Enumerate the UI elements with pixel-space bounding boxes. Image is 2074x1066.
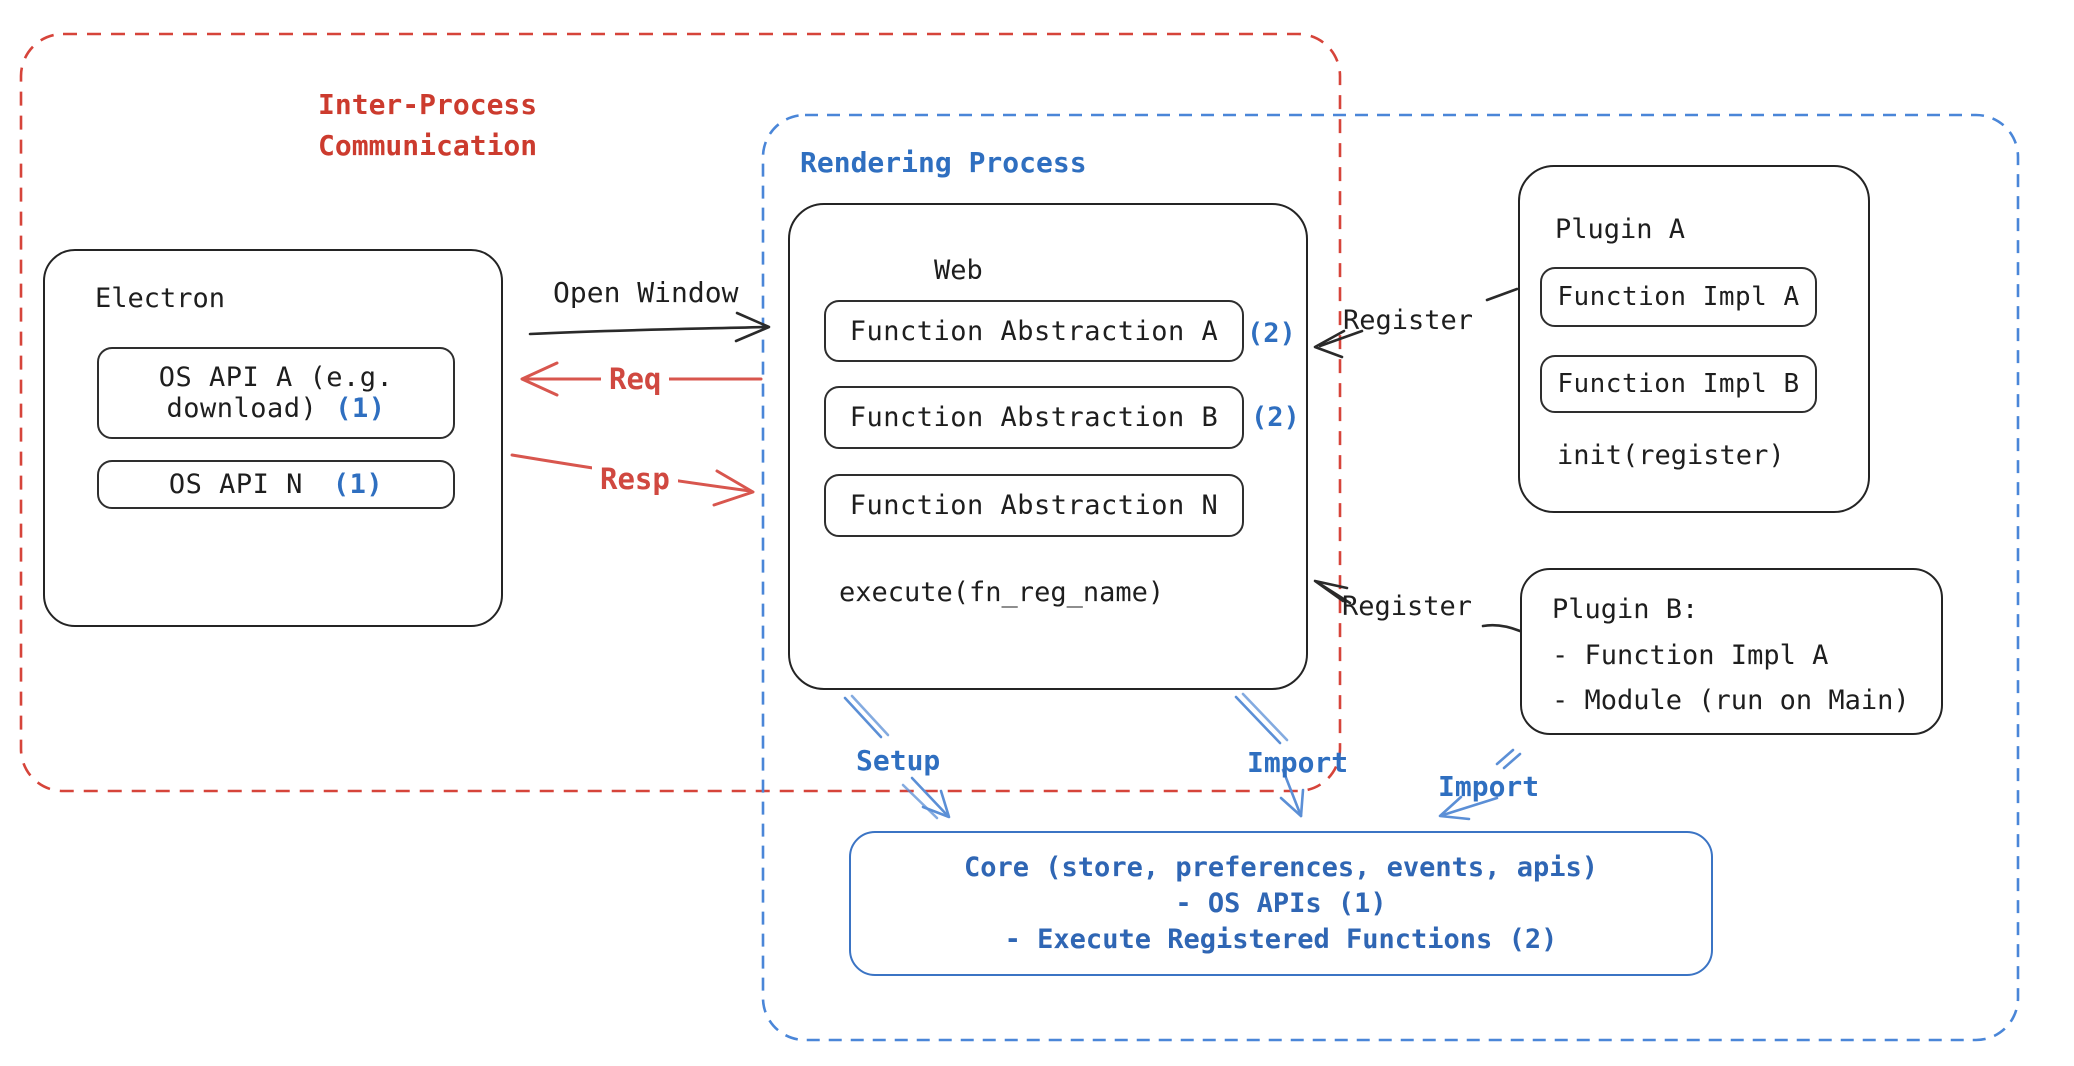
plugin-a-init-label: init(register) xyxy=(1557,440,1785,471)
req-label: Req xyxy=(601,362,670,396)
function-abstraction-a-node: Function Abstraction A xyxy=(824,300,1244,362)
os-api-n-label: OS API N xyxy=(168,469,303,500)
plugin-b-item-impl-a: - Function Impl A xyxy=(1552,640,1829,671)
plugin-a-impl-a-label: Function Impl A xyxy=(1557,282,1800,312)
resp-label: Resp xyxy=(592,462,678,496)
plugin-a-impl-b-label: Function Impl B xyxy=(1557,369,1800,399)
ipc-region-title: Inter-Process Communication xyxy=(318,88,538,162)
import-core-arrowhead xyxy=(1279,788,1305,818)
web-node: Web Function Abstraction A Function Abst… xyxy=(788,203,1308,690)
os-api-a-node: OS API A (e.g. download) (1) xyxy=(97,347,455,439)
function-abstraction-b-label: Function Abstraction B xyxy=(849,402,1219,433)
plugin-a-node: Plugin A Function Impl A Function Impl B… xyxy=(1518,165,1870,513)
core-line-2: - OS APIs (1) xyxy=(1175,887,1387,919)
os-api-n-ref: (1) xyxy=(332,469,384,500)
electron-title: Electron xyxy=(95,283,226,314)
core-line-3: - Execute Registered Functions (2) xyxy=(1004,923,1558,955)
function-abstraction-b-node: Function Abstraction B xyxy=(824,386,1244,449)
function-abstraction-n-node: Function Abstraction N xyxy=(824,474,1244,537)
plugin-a-title: Plugin A xyxy=(1555,214,1686,245)
register-top-tail xyxy=(1485,287,1519,302)
plugin-a-impl-a-node: Function Impl A xyxy=(1540,267,1817,327)
core-node: Core (store, preferences, events, apis) … xyxy=(849,831,1713,976)
electron-node: Electron OS API A (e.g. download) (1) OS… xyxy=(43,249,503,627)
setup-arrow-2 xyxy=(901,783,939,820)
req-arrowhead xyxy=(520,361,559,397)
register-top-arrowhead xyxy=(1313,329,1346,359)
plugin-b-node: Plugin B: - Function Impl A - Module (ru… xyxy=(1520,568,1943,735)
setup-arrowhead xyxy=(921,789,951,819)
open-window-arrowhead xyxy=(734,311,771,343)
setup-arrow xyxy=(910,776,949,817)
open-window-arrow xyxy=(528,325,768,336)
import-plugin-tail-2 xyxy=(1502,752,1522,770)
function-abstraction-a-label: Function Abstraction A xyxy=(849,315,1219,347)
function-abstraction-n-label: Function Abstraction N xyxy=(849,490,1219,521)
os-api-n-node: OS API N (1) xyxy=(97,460,455,509)
open-window-label: Open Window xyxy=(553,276,739,309)
web-title: Web xyxy=(934,255,983,286)
import-core-line xyxy=(1234,695,1282,745)
import-core-label: Import xyxy=(1247,746,1349,779)
function-abstraction-a-ref: (2) xyxy=(1247,318,1296,349)
core-line-1: Core (store, preferences, events, apis) xyxy=(964,851,1598,883)
os-api-a-line2-row: download) (1) xyxy=(166,393,385,424)
register-bottom-tail xyxy=(1481,623,1522,633)
register-bottom-label: Register xyxy=(1342,591,1473,622)
setup-line xyxy=(843,696,883,739)
import-core-line-2 xyxy=(1241,692,1289,742)
setup-line-2 xyxy=(850,694,890,737)
import-plugin-label: Import xyxy=(1438,770,1540,803)
setup-label: Setup xyxy=(856,744,941,777)
register-top-label: Register xyxy=(1343,305,1474,336)
os-api-a-line2: download) xyxy=(166,393,318,424)
resp-arrowhead xyxy=(712,469,755,507)
plugin-a-impl-b-node: Function Impl B xyxy=(1540,355,1817,413)
import-plugin-tail xyxy=(1495,748,1515,766)
web-execute-label: execute(fn_reg_name) xyxy=(839,577,1165,608)
rendering-region-title: Rendering Process xyxy=(800,146,1087,179)
function-abstraction-b-ref: (2) xyxy=(1251,402,1300,433)
os-api-a-ref: (1) xyxy=(335,393,386,424)
os-api-a-line1: OS API A (e.g. xyxy=(158,362,394,393)
plugin-b-item-module: - Module (run on Main) xyxy=(1552,685,1910,716)
plugin-b-title: Plugin B: xyxy=(1552,594,1699,625)
